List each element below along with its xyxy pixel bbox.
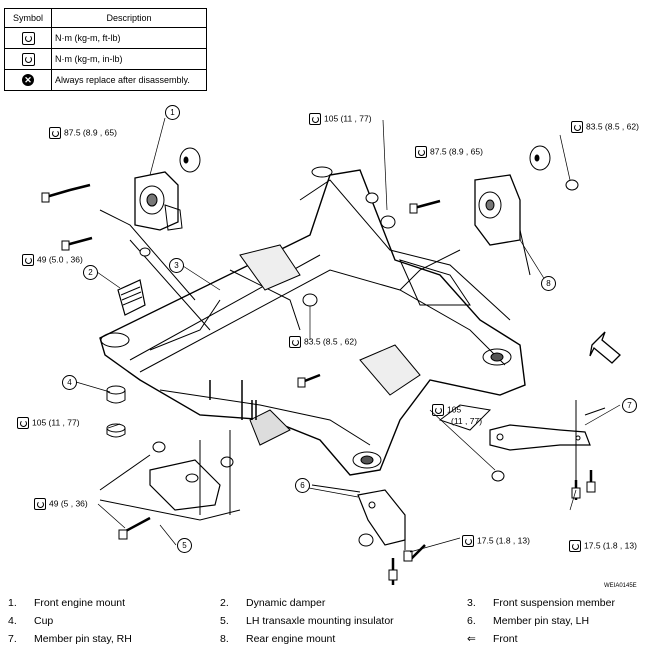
torque-label: 105 (11 , 77)	[309, 113, 372, 125]
torque-wrench-icon	[22, 254, 34, 266]
torque-wrench-icon	[569, 540, 581, 552]
dynamic-damper	[117, 279, 146, 316]
front-direction-arrow	[589, 331, 621, 364]
legend-row: ✕ Always replace after disassembly.	[4, 69, 207, 91]
torque-label: 49 (5 , 36)	[34, 498, 88, 510]
part-item: 2.Dynamic damper	[220, 597, 326, 609]
torque-label: 17.5 (1.8 , 13)	[462, 535, 530, 547]
torque-label: 105	[432, 404, 461, 416]
part-item: 5.LH transaxle mounting insulator	[220, 615, 394, 627]
nuts	[139, 179, 579, 547]
callout-1: 1	[165, 105, 180, 120]
replace-x-icon: ✕	[22, 74, 34, 86]
callout-5: 5	[177, 538, 192, 553]
torque-wrench-icon	[462, 535, 474, 547]
torque-wrench-icon	[432, 404, 444, 416]
part-item: ⇐Front	[467, 633, 518, 645]
torque-label: 83.5 (8.5 , 62)	[289, 336, 357, 348]
callout-4: 4	[62, 375, 77, 390]
torque-wrench-icon	[309, 113, 321, 125]
exploded-view-drawing	[41, 117, 621, 585]
torque-label: 83.5 (8.5 , 62)	[571, 121, 639, 133]
callout-6: 6	[295, 478, 310, 493]
torque-wrench-small-icon	[21, 52, 35, 66]
part-item: 8.Rear engine mount	[220, 633, 336, 645]
torque-wrench-icon	[571, 121, 583, 133]
member-pin-stay-rh	[489, 400, 606, 480]
part-item: 1.Front engine mount	[8, 597, 126, 609]
part-item: 7.Member pin stay, RH	[8, 633, 132, 645]
torque-wrench-icon	[49, 127, 61, 139]
figure-code: WEIA0145E	[604, 583, 637, 589]
torque-label: 49 (5.0 , 36)	[22, 254, 83, 266]
torque-wrench-icon	[415, 146, 427, 158]
torque-label: 87.5 (8.9 , 65)	[415, 146, 483, 158]
torque-label-continued: (11 , 77)	[451, 416, 483, 426]
part-item: 3.Front suspension member	[467, 597, 615, 609]
torque-wrench-icon	[17, 417, 29, 429]
torque-label: 105 (11 , 77)	[17, 417, 80, 429]
callout-3: 3	[169, 258, 184, 273]
legend-row-text: Always replace after disassembly.	[51, 69, 207, 91]
part-item: 6.Member pin stay, LH	[467, 615, 590, 627]
callout-7: 7	[622, 398, 637, 413]
lh-transaxle-insulator	[99, 430, 241, 521]
bolts	[41, 183, 596, 585]
torque-wrench-icon	[21, 31, 35, 45]
callout-2: 2	[83, 265, 98, 280]
front-engine-mount	[99, 147, 211, 331]
torque-wrench-icon	[34, 498, 46, 510]
rear-engine-mount	[399, 145, 551, 291]
suspension-member-frame	[99, 166, 526, 476]
member-pin-stay-lh	[311, 484, 406, 550]
part-item: 4.Cup	[8, 615, 54, 627]
symbol-legend-table: Symbol Description N·m (kg-m, ft-lb) N·m…	[4, 8, 207, 91]
callout-8: 8	[541, 276, 556, 291]
cup	[106, 385, 126, 438]
torque-label: 87.5 (8.9 , 65)	[49, 127, 117, 139]
torque-wrench-icon	[289, 336, 301, 348]
torque-label: 17.5 (1.8 , 13)	[569, 540, 637, 552]
